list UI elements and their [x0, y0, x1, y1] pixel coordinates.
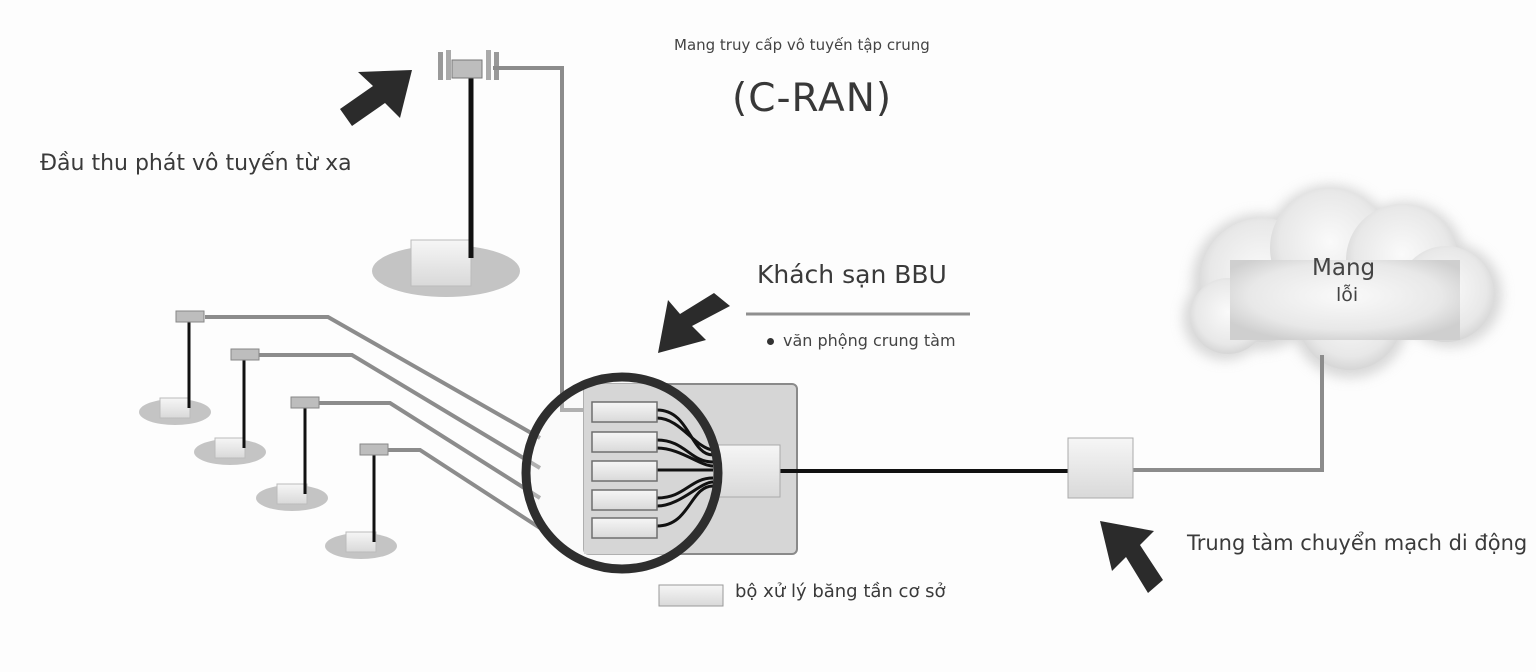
remote-radio-tower-2 [194, 348, 266, 465]
baseband-unit-4 [591, 489, 658, 511]
bbu-output-box [712, 444, 781, 498]
label-bbu-hotel: Khách sạn BBU [757, 260, 947, 289]
core-link [1133, 355, 1324, 472]
arrow-rrh-icon [340, 70, 412, 126]
antenna-icon [290, 396, 320, 409]
label-core-network-line1: Mang [1312, 255, 1376, 281]
baseband-unit-1 [591, 401, 658, 423]
remote-radio-tower-4 [325, 443, 397, 559]
diagram-title: (C-RAN) [732, 76, 893, 121]
baseband-unit-2 [591, 431, 658, 453]
arrow-msc-icon [1100, 521, 1163, 593]
remote-radio-tower-main [372, 50, 520, 297]
label-core-network-line2: lỗi [1336, 284, 1359, 306]
remote-radio-tower-3 [256, 396, 328, 511]
antenna-array-icon [438, 50, 499, 80]
label-remote-radio-head: Đầu thu phát vô tuyến từ xa [40, 151, 352, 176]
remote-radio-tower-1 [139, 310, 211, 425]
label-central-office: văn phộng crung tàm [783, 331, 956, 350]
diagram-subtitle: Mang truy cấp vô tuyến tập crung [674, 36, 930, 54]
label-mobile-switching-center: Trung tàm chuyển mạch di động [1187, 531, 1528, 555]
legend-swatch [658, 584, 724, 607]
legend-baseband-unit: bộ xử lý băng tần cơ sở [735, 581, 946, 602]
bullet-icon [767, 338, 774, 345]
antenna-icon [359, 443, 389, 456]
baseband-unit-5 [591, 517, 658, 539]
arrow-bbu-hotel-icon [658, 293, 730, 353]
magnifier-lens [521, 372, 723, 574]
mobile-switching-center-box [1067, 437, 1134, 499]
core-network-cloud [1183, 185, 1502, 378]
antenna-icon [175, 310, 205, 323]
fronthaul-links [205, 66, 592, 530]
baseband-unit-3 [591, 460, 658, 482]
antenna-icon [230, 348, 260, 361]
